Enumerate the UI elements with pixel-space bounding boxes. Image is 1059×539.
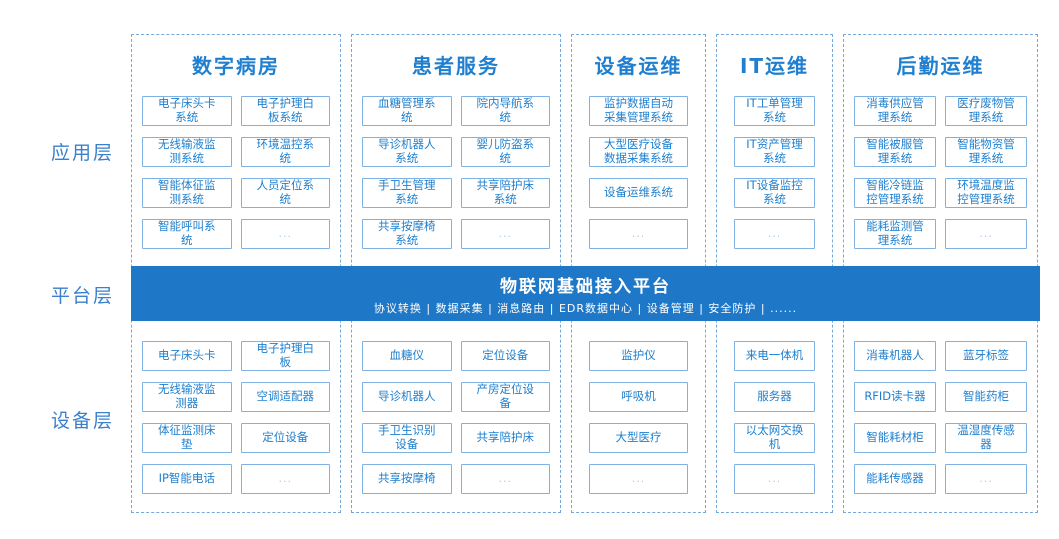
application-systems-grid: 电子床头卡 系统电子护理白 板系统无线输液监 测系统环境温控系 统智能体征监 测…	[142, 96, 330, 249]
item-box: 产房定位设 备	[460, 382, 550, 412]
item-box: 电子床头卡	[142, 341, 232, 371]
item-box: 电子护理白 板系统	[240, 96, 330, 126]
more-ellipsis-box: ...	[240, 219, 330, 249]
item-box: 体征监测床 垫	[142, 423, 232, 453]
devices-grid: 电子床头卡电子护理白 板无线输液监 测器空调适配器体征监测床 垫定位设备 IP智能…	[142, 341, 330, 494]
column-header: IT运维	[739, 53, 810, 78]
item-box: 服务器	[734, 382, 815, 412]
item-box: 定位设备	[460, 341, 550, 371]
more-ellipsis-box: ...	[240, 464, 330, 494]
item-box: 导诊机器人	[362, 382, 452, 412]
item-box: IT设备监控 系统	[734, 178, 815, 208]
item-box: 蓝牙标签	[945, 341, 1027, 371]
item-box: 空调适配器	[240, 382, 330, 412]
item-box: 院内导航系 统	[460, 96, 550, 126]
application-systems-grid: 血糖管理系 统院内导航系 统导诊机器人 系统婴儿防盗系 统手卫生管理 系统共享陪…	[362, 96, 550, 249]
more-ellipsis-box: ...	[734, 464, 815, 494]
item-box: 环境温控系 统	[240, 137, 330, 167]
item-box: 共享陪护床	[460, 423, 550, 453]
item-box: 设备运维系统	[589, 178, 688, 208]
item-box: 呼吸机	[589, 382, 688, 412]
more-ellipsis-box: ...	[734, 219, 815, 249]
column-header: 数字病房	[192, 53, 280, 78]
item-box: 导诊机器人 系统	[362, 137, 452, 167]
item-box: 共享按摩椅	[362, 464, 452, 494]
item-box: 能耗传感器	[854, 464, 936, 494]
item-box: RFID读卡器	[854, 382, 936, 412]
more-ellipsis-box: ...	[460, 464, 550, 494]
item-box: 人员定位系 统	[240, 178, 330, 208]
column-header: 后勤运维	[896, 53, 985, 78]
layer-label-application: 应用层	[50, 142, 114, 164]
item-box: IT工单管理 系统	[734, 96, 815, 126]
item-box: 监护仪	[589, 341, 688, 371]
item-box: 温湿度传感 器	[945, 423, 1027, 453]
item-box: 电子护理白 板	[240, 341, 330, 371]
item-box: 来电一体机	[734, 341, 815, 371]
item-box: 婴儿防盗系 统	[460, 137, 550, 167]
platform-band: 物联网基础接入平台 协议转换 | 数据采集 | 消息路由 | EDR数据中心 |…	[131, 266, 1040, 321]
item-box: 医疗废物管 理系统	[945, 96, 1027, 126]
application-systems-grid: 监护数据自动 采集管理系统大型医疗设备 数据采集系统设备运维系统...	[589, 96, 688, 249]
item-box: 智能药柜	[945, 382, 1027, 412]
item-box: 能耗监测管 理系统	[854, 219, 936, 249]
devices-grid: 来电一体机服务器以太网交换 机...	[734, 341, 815, 494]
item-box: 无线输液监 测器	[142, 382, 232, 412]
more-ellipsis-box: ...	[589, 219, 688, 249]
item-box: 电子床头卡 系统	[142, 96, 232, 126]
devices-grid: 监护仪呼吸机大型医疗...	[589, 341, 688, 494]
column-header: 设备运维	[594, 53, 683, 78]
item-box: 共享陪护床 系统	[460, 178, 550, 208]
column-header: 患者服务	[412, 53, 500, 78]
item-box: 智能被服管 理系统	[854, 137, 936, 167]
item-box: 智能体征监 测系统	[142, 178, 232, 208]
item-box: 智能呼叫系 统	[142, 219, 232, 249]
item-box: 定位设备	[240, 423, 330, 453]
item-box: 监护数据自动 采集管理系统	[589, 96, 688, 126]
item-box: 智能冷链监 控管理系统	[854, 178, 936, 208]
item-box: 大型医疗	[589, 423, 688, 453]
more-ellipsis-box: ...	[945, 464, 1027, 494]
platform-band-title: 物联网基础接入平台	[500, 277, 671, 297]
item-box: 消毒机器人	[854, 341, 936, 371]
item-box: 血糖仪	[362, 341, 452, 371]
item-box: 手卫生识别 设备	[362, 423, 452, 453]
more-ellipsis-box: ...	[589, 464, 688, 494]
item-box: 大型医疗设备 数据采集系统	[589, 137, 688, 167]
item-box: 智能耗材柜	[854, 423, 936, 453]
application-systems-grid: 消毒供应管 理系统医疗废物管 理系统智能被服管 理系统智能物资管 理系统智能冷链…	[854, 96, 1027, 249]
more-ellipsis-box: ...	[460, 219, 550, 249]
item-box: 消毒供应管 理系统	[854, 96, 936, 126]
layer-label-platform: 平台层	[50, 285, 114, 307]
item-box: 环境温度监 控管理系统	[945, 178, 1027, 208]
more-ellipsis-box: ...	[945, 219, 1027, 249]
category-column-3: 设备运维监护数据自动 采集管理系统大型医疗设备 数据采集系统设备运维系统...监…	[571, 34, 706, 513]
application-systems-grid: IT工单管理 系统 IT资产管理 系统 IT设备监控 系统...	[734, 96, 815, 249]
platform-band-subtitle: 协议转换 | 数据采集 | 消息路由 | EDR数据中心 | 设备管理 | 安全…	[373, 302, 798, 315]
item-box: IT资产管理 系统	[734, 137, 815, 167]
item-box: 血糖管理系 统	[362, 96, 452, 126]
item-box: 以太网交换 机	[734, 423, 815, 453]
item-box: 手卫生管理 系统	[362, 178, 452, 208]
item-box: 无线输液监 测系统	[142, 137, 232, 167]
item-box: IP智能电话	[142, 464, 232, 494]
item-box: 智能物资管 理系统	[945, 137, 1027, 167]
devices-grid: 消毒机器人蓝牙标签 RFID读卡器智能药柜智能耗材柜温湿度传感 器能耗传感器...	[854, 341, 1027, 494]
item-box: 共享按摩椅 系统	[362, 219, 452, 249]
devices-grid: 血糖仪定位设备导诊机器人产房定位设 备手卫生识别 设备共享陪护床共享按摩椅...	[362, 341, 550, 494]
layer-label-device: 设备层	[50, 410, 114, 432]
